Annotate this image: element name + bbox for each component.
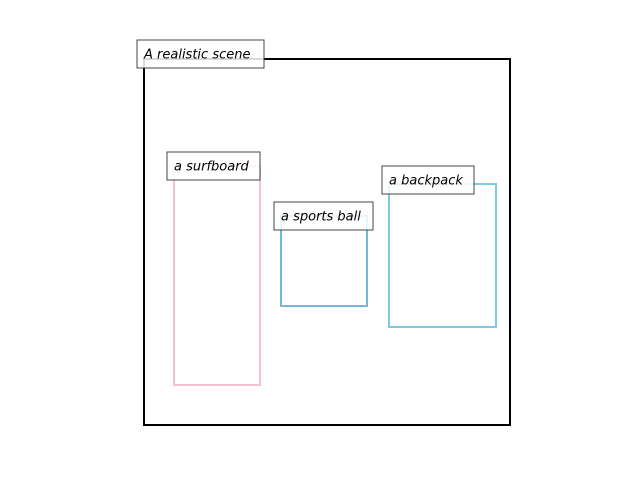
surfboard-label-text: a surfboard <box>174 160 250 175</box>
sports-ball-label: a sports ball <box>273 201 374 231</box>
surfboard-label: a surfboard <box>166 151 261 181</box>
scene-frame <box>143 58 511 426</box>
scene-label: A realistic scene <box>136 39 265 69</box>
sports-ball-label-text: a sports ball <box>281 210 361 225</box>
surfboard-box <box>173 165 261 386</box>
backpack-label-text: a backpack <box>389 174 463 189</box>
backpack-label: a backpack <box>381 165 475 195</box>
scene-label-text: A realistic scene <box>143 48 250 63</box>
backpack-box <box>388 183 497 328</box>
